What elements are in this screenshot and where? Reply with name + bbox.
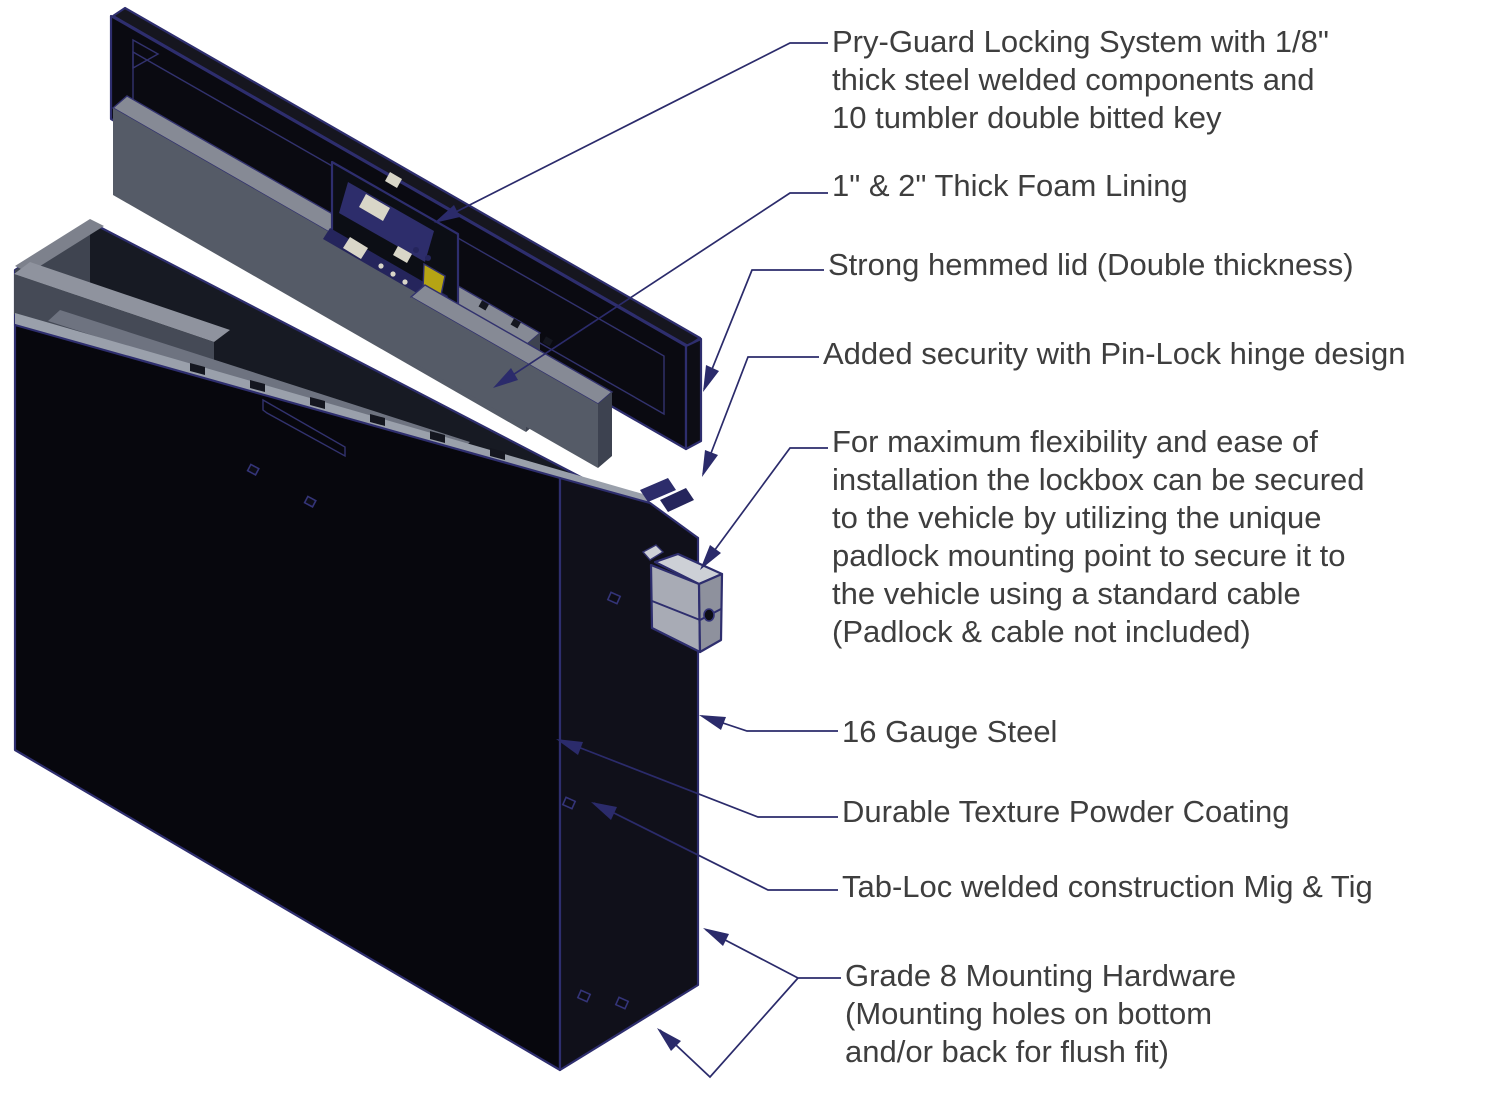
lock-detail-top (385, 172, 402, 188)
callout-padlock-mounting-point: For maximum flexibility and ease of inst… (832, 424, 1365, 649)
padlock-mount (641, 544, 724, 654)
leader-pry-guard (437, 42, 828, 222)
front-hole (246, 463, 260, 476)
mounting-hole (614, 996, 630, 1010)
lid-slot (510, 318, 521, 329)
lock-rivet (402, 279, 408, 285)
lid-end-face (684, 337, 703, 451)
arrowhead-tab-loc (591, 802, 617, 820)
tab-loc-tab (430, 431, 445, 443)
leader-foam (495, 192, 828, 387)
callout-mounting-hardware: Grade 8 Mounting Hardware (Mounting hole… (845, 958, 1237, 1069)
arrowhead-mounting-bottom (657, 1028, 681, 1051)
arrowhead-foam (493, 368, 518, 388)
callout-pry-guard-locking-system: Pry-Guard Locking System with 1/8" thick… (832, 24, 1329, 135)
leader-powder-coating (559, 739, 838, 818)
padlock-mount-seam (651, 600, 701, 621)
padlock-hole (703, 608, 715, 622)
arrowhead-hemmed-lid (703, 365, 719, 392)
leader-mounting-hardware (659, 929, 841, 1079)
hinge-knuckle (660, 488, 694, 512)
tab-loc-tab (370, 414, 385, 426)
callout-16-gauge-steel: 16 Gauge Steel (842, 714, 1058, 749)
leader-lines (437, 42, 841, 1079)
callout-hemmed-lid: Strong hemmed lid (Double thickness) (828, 247, 1354, 282)
hinge-knuckle (640, 478, 676, 502)
lid-hem-corner (132, 38, 160, 70)
lock-rivet (378, 263, 384, 269)
weld-hole (561, 796, 577, 810)
tab-loc-tab (490, 448, 505, 460)
arrowhead-pin-lock (702, 450, 718, 477)
padlock-hasp (641, 544, 665, 561)
arrowhead-16-gauge (699, 715, 726, 730)
lid-foam2-end (598, 392, 612, 468)
front-hole (303, 495, 317, 508)
arrowhead-pry-guard (434, 205, 460, 223)
tab-loc-tab (310, 397, 325, 409)
lid-slot (478, 300, 489, 311)
leader-hemmed-lid (703, 269, 824, 390)
left-wall-top-rim (15, 219, 104, 273)
latch-slot (262, 398, 346, 458)
lock-keyway (359, 194, 390, 221)
arrowhead-mounting-top (703, 928, 729, 946)
callout-foam-lining: 1" & 2" Thick Foam Lining (832, 168, 1188, 203)
callout-powder-coating: Durable Texture Powder Coating (842, 794, 1290, 829)
mounting-hole (606, 591, 622, 605)
lid (109, 6, 703, 468)
mounting-hole (576, 989, 592, 1003)
lock-detail-cream-2 (393, 246, 412, 263)
leader-padlock-point (702, 447, 828, 567)
arrowheads (434, 205, 729, 1051)
leader-tab-loc (593, 802, 838, 891)
lid-hem-outline (132, 50, 665, 416)
lock-detail-cream (343, 237, 368, 259)
tab-loc-tab (250, 380, 265, 392)
lock-rivet (390, 271, 396, 277)
callout-tab-loc-welds: Tab-Loc welded construction Mig & Tig (842, 869, 1373, 904)
lid-slot (542, 336, 553, 347)
lock-pin (413, 247, 419, 253)
box-foam-top (14, 262, 230, 342)
callout-pin-lock-hinge: Added security with Pin-Lock hinge desig… (823, 336, 1406, 371)
leader-pin-lock (702, 356, 819, 475)
arrowhead-powder-coating (556, 739, 583, 755)
arrowhead-padlock-point (700, 545, 721, 570)
tab-loc-tab (190, 363, 205, 375)
lock-pin (425, 255, 431, 261)
